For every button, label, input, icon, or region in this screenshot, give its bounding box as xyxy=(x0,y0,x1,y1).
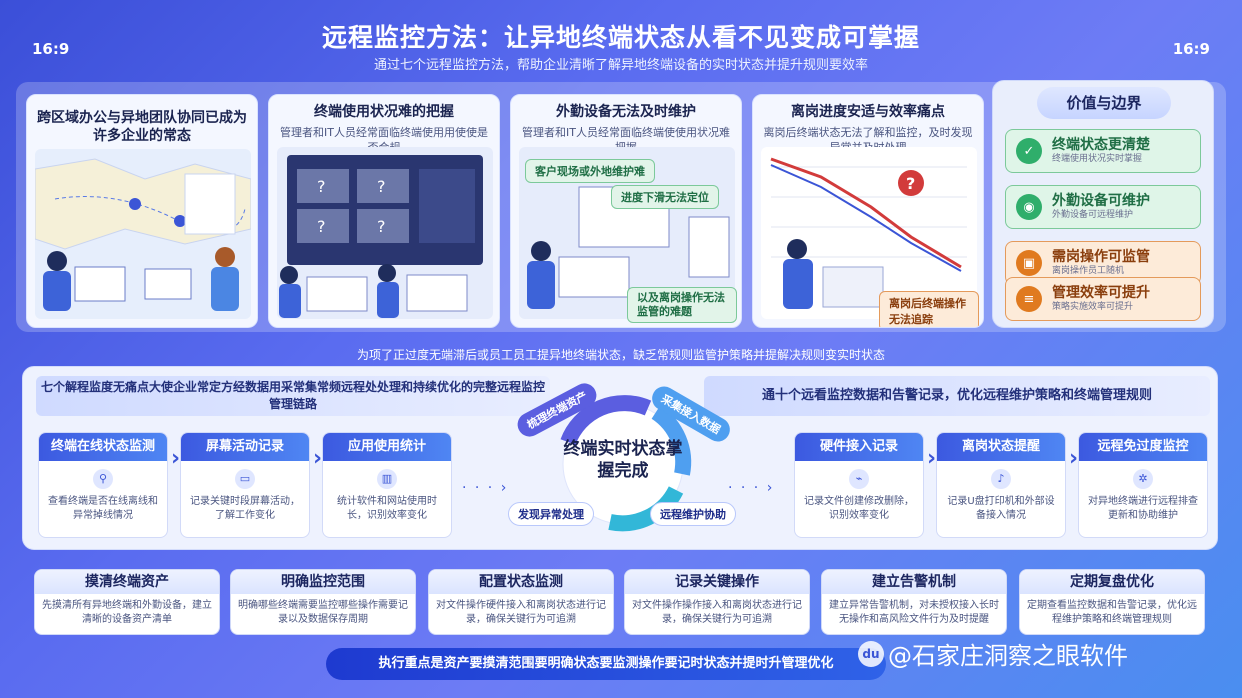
tag-client-site: 客户现场或外地维护难 xyxy=(525,159,655,183)
action-card-record[interactable]: 记录关键操作 对文件操作操作接入和离岗状态进行记录，确保关键行为可追溯 xyxy=(624,569,810,635)
problem-card-usage-state[interactable]: 终端使用状况难的把握 管理者和IT人员经常面临终端使用用使使是否合规 ? ? ?… xyxy=(268,94,500,328)
value-panel: 价值与边界 ✓ 终端状态更清楚终端使用状况实时掌握 ◉ 外勤设备可维护外勤设备可… xyxy=(992,80,1214,328)
watermark-text: @石家庄洞察之眼软件 xyxy=(888,642,1128,670)
banner-left: 七个解程监度无痛点大使企业常定方经数据用采常集常频远程处处理和持续优化的完整远程… xyxy=(36,376,550,416)
transition-text: 为项了正过度无端滞后或员工员工提异地终端状态，缺乏常规则监管护策略并提解决规则变… xyxy=(356,348,885,362)
page-subtitle: 通过七个远程监控方法，帮助企业清晰了解异地终端设备的实时状态并提升规则要效率 xyxy=(373,58,868,73)
value-item-efficiency[interactable]: ≡ 管理效率可提升策略实施效率可提升 xyxy=(1005,277,1201,321)
usb-icon: ⌁ xyxy=(849,469,869,489)
page-title: 远程监控方法：让异地终端状态从看不见变成可掌握 xyxy=(321,23,920,52)
flow-arrow-icon: · · · › xyxy=(728,480,775,496)
step-app-stats[interactable]: 应用使用统计 ▥ 统计软件和网站使用时长，识别效率变化 xyxy=(322,432,452,538)
action-card-scope[interactable]: 明确监控范围 明确哪些终端需要监控哪些操作需要记录以及数据保存周期 xyxy=(230,569,416,635)
svg-text:?: ? xyxy=(317,217,326,236)
footer-banner: 执行重点是资产要摸清范围要明确状态要监测操作要记时状态并提时升管理优化 xyxy=(326,648,886,680)
cycle-diagram xyxy=(560,395,692,532)
cycle-center-text: 终端实时状态掌握完成 xyxy=(563,439,683,481)
value-panel-title: 价值与边界 xyxy=(1037,87,1171,119)
banner-right: 通十个远看监控数据和告警记录，优化远程维护策略和终端管理规则 xyxy=(704,376,1210,416)
card-title: 跨区域办公与异地团队协同已成为许多企业的常态 xyxy=(37,110,247,144)
action-card-review[interactable]: 定期复盘优化 定期查看监控数据和告警记录，优化远程维护策略和终端管理规则 xyxy=(1019,569,1205,635)
tag-offline-ops: 离岗后终端操作无法追踪 xyxy=(879,291,979,327)
ratio-left: 16:9 xyxy=(32,40,70,58)
tag-offline-ops: 以及离岗操作无法监管的难题 xyxy=(627,287,737,323)
document-icon: ≡ xyxy=(1016,286,1042,312)
dashboard-illustration: ? ? ? ? xyxy=(277,147,493,319)
step-online-monitor[interactable]: 终端在线状态监测 ⚲ 查看终端是否在线离线和异常掉线情况 xyxy=(38,432,168,538)
shield-icon: ✓ xyxy=(1016,138,1042,164)
cycle-step-anomaly[interactable]: 发现异常处理 xyxy=(508,502,594,526)
problem-card-offline-efficiency[interactable]: 离岗进度安适与效率痛点 离岗后终端状态无法了解和监控，及时发现异常并及时处理 ?… xyxy=(752,94,984,328)
chevron-right-icon: › xyxy=(927,446,937,471)
watermark-logo-icon: du xyxy=(858,640,884,667)
chevron-right-icon: › xyxy=(171,446,181,471)
map-illustration xyxy=(35,149,251,319)
action-card-assets[interactable]: 摸清终端资产 先摸清所有异地终端和外勤设备，建立清晰的设备资产清单 xyxy=(34,569,220,635)
problem-card-remote-office[interactable]: 跨区域办公与异地团队协同已成为许多企业的常态 xyxy=(26,94,258,328)
gear-icon: ✲ xyxy=(1133,469,1153,489)
svg-text:?: ? xyxy=(906,174,915,193)
chevron-right-icon: › xyxy=(1069,446,1079,471)
value-item-field-maintenance[interactable]: ◉ 外勤设备可维护外勤设备可远程维护 xyxy=(1005,185,1201,229)
svg-text:?: ? xyxy=(377,217,386,236)
svg-text:?: ? xyxy=(317,177,326,196)
step-screen-record[interactable]: 屏幕活动记录 ▭ 记录关键时段屏幕活动，了解工作变化 xyxy=(180,432,310,538)
card-title: 终端使用状况难的把握 xyxy=(314,104,454,120)
step-hardware-access[interactable]: 硬件接入记录 ⌁ 记录文件创建修改删除，识别效率变化 xyxy=(794,432,924,538)
step-remote-assist[interactable]: 远程免过度监控 ✲ 对异地终端进行远程排查更新和协助维护 xyxy=(1078,432,1208,538)
card-title: 外勤设备无法及时维护 xyxy=(556,104,696,120)
problem-card-field-devices[interactable]: 外勤设备无法及时维护 管理者和IT人员经常面临终端使使用状况难把握 客户现场或外… xyxy=(510,94,742,328)
flow-arrow-icon: · · · › xyxy=(462,480,509,496)
tag-progress-loss: 进度下滑无法定位 xyxy=(611,185,719,209)
monitor-icon: ▣ xyxy=(1016,250,1042,276)
value-item-terminal-state[interactable]: ✓ 终端状态更清楚终端使用状况实时掌握 xyxy=(1005,129,1201,173)
progress-chart-illustration: ? xyxy=(761,147,977,319)
cycle-step-remote[interactable]: 远程维护协助 xyxy=(650,502,736,526)
step-offline-alert[interactable]: 离岗状态提醒 ♪ 记录U盘打印机和外部设备接入情况 xyxy=(936,432,1066,538)
ratio-right: 16:9 xyxy=(1172,40,1210,58)
chevron-right-icon: › xyxy=(313,446,323,471)
card-title: 离岗进度安适与效率痛点 xyxy=(791,104,945,120)
location-icon: ◉ xyxy=(1016,194,1042,220)
bell-icon: ♪ xyxy=(991,469,1011,489)
screen-icon: ▭ xyxy=(235,469,255,489)
action-card-alert[interactable]: 建立告警机制 建立异常告警机制，对未授权接入长时无操作和高风险文件行为及时提醒 xyxy=(821,569,1007,635)
chart-icon: ▥ xyxy=(377,469,397,489)
action-card-status[interactable]: 配置状态监测 对文件操作硬件接入和离岗状态进行记录，确保关键行为可追溯 xyxy=(428,569,614,635)
watermark: du @石家庄洞察之眼软件 xyxy=(858,636,1128,671)
link-icon: ⚲ xyxy=(93,469,113,489)
svg-text:?: ? xyxy=(377,177,386,196)
